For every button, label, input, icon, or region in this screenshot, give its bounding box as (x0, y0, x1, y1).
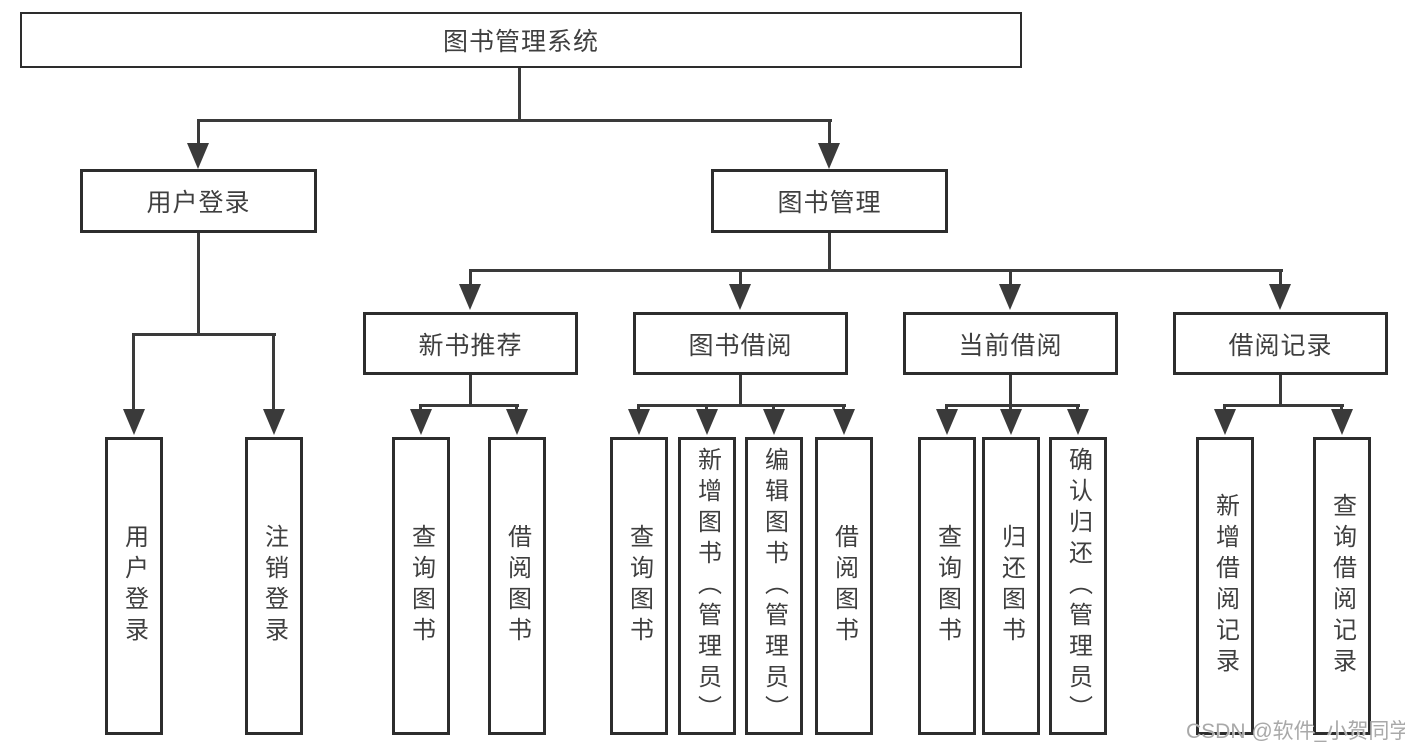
node-root-system: 图书管理系统 (20, 12, 1022, 68)
arrow-down-icon (1067, 409, 1089, 435)
connector-mgmt-stub-4 (1279, 269, 1282, 288)
connector-root-left-stub (197, 119, 200, 147)
leaf-add-borrow-record: 新增借阅记录 (1196, 437, 1254, 735)
connector-sec1-bar (637, 404, 846, 407)
node-current-borrow: 当前借阅 (903, 312, 1118, 375)
arrow-down-icon (506, 409, 528, 435)
arrow-down-icon (123, 409, 145, 435)
leaf-borrow-books: 借阅图书 (815, 437, 873, 735)
csdn-watermark: CSDN @软件_小贺同学 (1186, 720, 1405, 743)
leaf-query-borrow-record: 查询借阅记录 (1313, 437, 1371, 735)
arrow-down-icon (1331, 409, 1353, 435)
node-book-management-branch: 图书管理 (711, 169, 948, 233)
node-user-login-branch: 用户登录 (80, 169, 317, 233)
leaf-confirm-return-admin: 确认归还（管理员） (1049, 437, 1107, 735)
connector-login-stub-2 (272, 333, 275, 411)
connector-sec3-trunk (1279, 375, 1282, 406)
leaf-query-books-recommend: 查询图书 (392, 437, 450, 735)
arrow-down-icon (410, 409, 432, 435)
node-borrow-records: 借阅记录 (1173, 312, 1388, 375)
connector-mgmt-trunk (828, 233, 831, 271)
arrow-down-icon (729, 284, 751, 310)
arrow-down-icon (1269, 284, 1291, 310)
leaf-borrow-books-recommend: 借阅图书 (488, 437, 546, 735)
connector-sec3-bar (1223, 404, 1344, 407)
arrow-down-icon (628, 409, 650, 435)
arrow-down-icon (696, 409, 718, 435)
connector-sec1-trunk (739, 375, 742, 406)
connector-mgmt-stub-3 (1009, 269, 1012, 288)
leaf-query-books-current: 查询图书 (918, 437, 976, 735)
connector-sec2-bar (945, 404, 1080, 407)
arrow-down-icon (763, 409, 785, 435)
node-new-book-recommend: 新书推荐 (363, 312, 578, 375)
connector-login-trunk (197, 233, 200, 336)
arrow-down-icon (999, 284, 1021, 310)
arrow-down-icon (1214, 409, 1236, 435)
connector-root-bar (197, 119, 832, 122)
arrow-down-icon (936, 409, 958, 435)
leaf-edit-books-admin: 编辑图书（管理员） (745, 437, 803, 735)
leaf-add-books-admin: 新增图书（管理员） (678, 437, 736, 735)
leaf-user-login: 用户登录 (105, 437, 163, 735)
leaf-logout: 注销登录 (245, 437, 303, 735)
arrow-down-icon (187, 143, 209, 169)
arrow-down-icon (1000, 409, 1022, 435)
connector-login-stub-1 (132, 333, 135, 411)
connector-root-trunk (518, 68, 521, 121)
arrow-down-icon (459, 284, 481, 310)
connector-sec0-bar (419, 404, 519, 407)
arrow-down-icon (833, 409, 855, 435)
arrow-down-icon (263, 409, 285, 435)
connector-sec2-trunk (1009, 375, 1012, 406)
connector-sec0-trunk (469, 375, 472, 406)
arrow-down-icon (818, 143, 840, 169)
leaf-query-books-borrow: 查询图书 (610, 437, 668, 735)
connector-mgmt-bar (469, 269, 1283, 272)
connector-mgmt-stub-2 (739, 269, 742, 288)
node-book-borrow: 图书借阅 (633, 312, 848, 375)
connector-login-bar (132, 333, 276, 336)
connector-mgmt-stub-1 (469, 269, 472, 288)
leaf-return-books: 归还图书 (982, 437, 1040, 735)
connector-root-right-stub (828, 119, 831, 147)
